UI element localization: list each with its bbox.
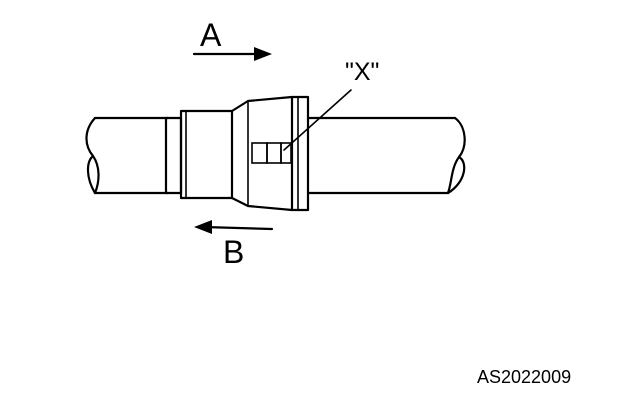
left-pipe [85, 116, 170, 195]
arrow-a-label: A [200, 17, 222, 53]
arrow-b: B [194, 220, 274, 270]
retainer-window [251, 142, 292, 164]
quick-connector [164, 95, 310, 212]
arrow-a: A [192, 17, 272, 61]
callout-x: "X" [283, 58, 379, 151]
figure-code: AS2022009 [477, 367, 571, 387]
arrow-b-label: B [223, 234, 244, 270]
callout-x-label: "X" [345, 58, 379, 86]
right-pipe [306, 116, 466, 195]
